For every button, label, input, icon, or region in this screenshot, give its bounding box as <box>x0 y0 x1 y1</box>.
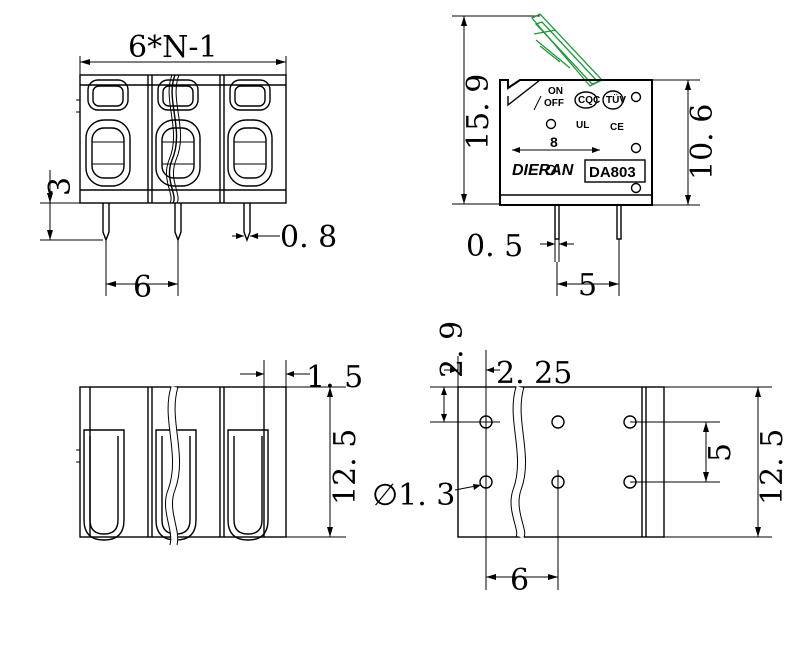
dim-6-footprint: 6 <box>510 563 529 598</box>
lever-arm <box>530 13 604 87</box>
ul-mark: UL <box>576 120 589 131</box>
front-view: 6*N-1 <box>40 30 337 305</box>
dim-12-5-footprint: 12. 5 <box>755 429 790 505</box>
dim-0-8: 0. 8 <box>280 220 337 255</box>
ce-mark: CE <box>610 122 624 133</box>
tuv-mark: TÜV <box>606 93 626 106</box>
dim-3: 3 <box>43 177 78 196</box>
dim-15-9: 15. 9 <box>461 74 496 150</box>
dim-0-5: 0. 5 <box>466 229 523 264</box>
cqc-mark: CQC <box>578 95 600 106</box>
model-label: DA803 <box>589 164 636 181</box>
tuv-mark-icon <box>602 90 624 110</box>
bottom-view: 1. 5 12. 5 <box>76 360 363 546</box>
dim-5-footprint: 5 <box>703 443 738 462</box>
side-view: 15. 9 ON OFF CQC TÜV UL CE <box>452 13 720 303</box>
strip-length-label: 8 <box>550 134 558 150</box>
dim-12-5-bottom: 12. 5 <box>328 429 363 505</box>
footprint-view: 2. 9 2. 25 ∅1. 3 5 12. 5 6 <box>372 321 790 598</box>
pcb-hole <box>551 415 565 429</box>
cqc-mark-icon <box>574 91 598 109</box>
off-label: OFF <box>544 98 564 109</box>
dim-6n-1: 6*N-1 <box>128 30 218 65</box>
dim-1-5: 1. 5 <box>306 360 363 395</box>
on-label: ON <box>548 86 563 97</box>
dim-5-side: 5 <box>578 268 597 303</box>
brand-label: DIERAN <box>512 162 574 179</box>
dim-diameter: ∅1. 3 <box>372 478 455 513</box>
dim-10-6: 10. 6 <box>685 104 720 180</box>
dim-2-25: 2. 25 <box>496 356 572 391</box>
dim-6-front: 6 <box>133 270 152 305</box>
